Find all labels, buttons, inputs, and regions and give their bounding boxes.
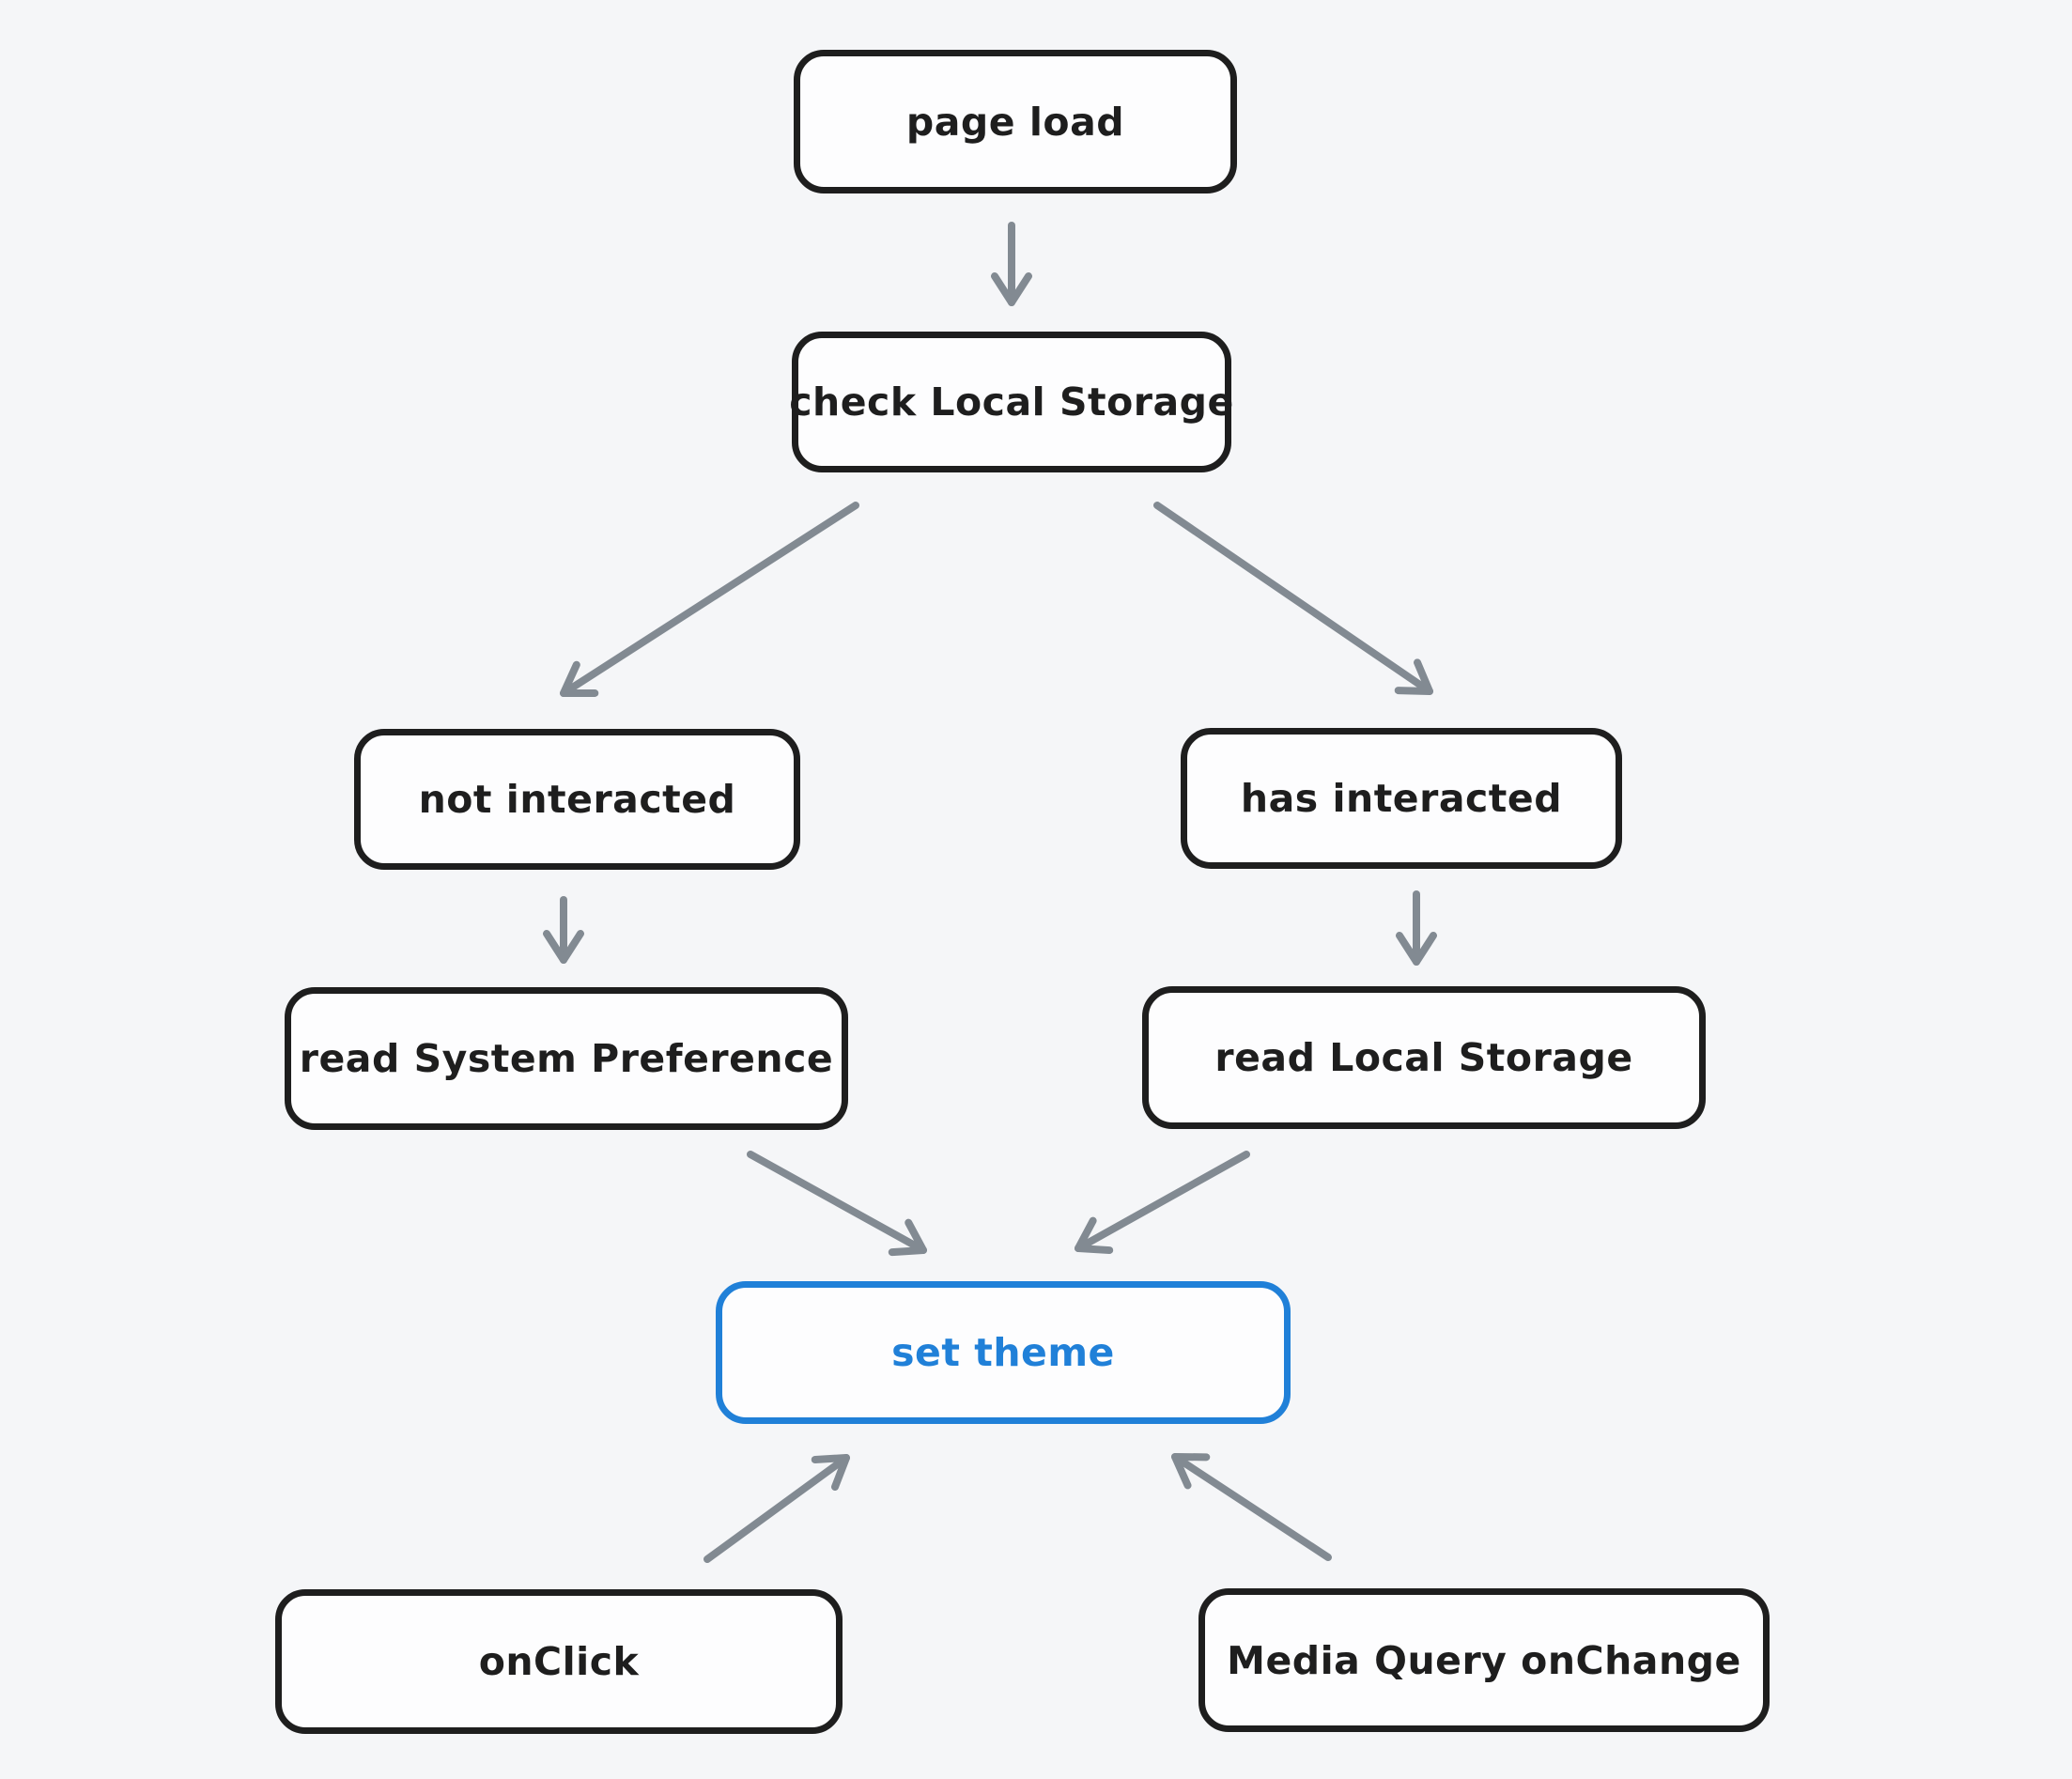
node-has-interacted[interactable]: has interacted: [1181, 728, 1622, 869]
node-set-theme-label: set theme: [891, 1330, 1115, 1375]
node-page-load[interactable]: page load: [794, 50, 1237, 193]
arrow-onclick-to-set-theme[interactable]: [704, 1454, 850, 1563]
node-check-local-storage-label: check Local Storage: [789, 379, 1234, 425]
arrow-read-system-preference-to-set-theme[interactable]: [747, 1151, 927, 1257]
node-media-query-onchange[interactable]: Media Query onChange: [1198, 1588, 1770, 1732]
arrow-check-local-storage-to-has-interacted[interactable]: [1153, 502, 1433, 695]
arrow-check-local-storage-to-not-interacted[interactable]: [560, 502, 859, 697]
node-read-system-preference[interactable]: read System Preference: [285, 987, 848, 1130]
node-page-load-label: page load: [905, 99, 1125, 145]
arrow-media-query-onchange-to-set-theme[interactable]: [1171, 1453, 1332, 1561]
node-has-interacted-label: has interacted: [1240, 776, 1563, 821]
node-check-local-storage[interactable]: check Local Storage: [789, 332, 1234, 472]
node-read-system-preference-label: read System Preference: [299, 1036, 834, 1081]
node-onclick-label: onClick: [478, 1639, 640, 1684]
node-not-interacted-label: not interacted: [418, 777, 736, 822]
node-onclick[interactable]: onClick: [275, 1589, 843, 1734]
node-not-interacted[interactable]: not interacted: [354, 729, 800, 870]
arrow-read-local-storage-to-set-theme[interactable]: [1075, 1151, 1250, 1255]
node-read-local-storage[interactable]: read Local Storage: [1142, 986, 1706, 1129]
node-media-query-onchange-label: Media Query onChange: [1227, 1637, 1741, 1683]
node-set-theme[interactable]: set theme: [716, 1281, 1291, 1424]
node-read-local-storage-label: read Local Storage: [1214, 1035, 1633, 1080]
